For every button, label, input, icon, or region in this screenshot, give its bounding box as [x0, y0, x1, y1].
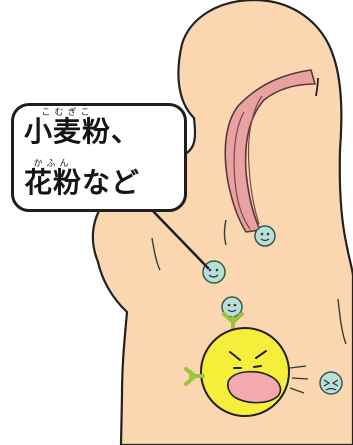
airway-inner-line	[247, 95, 263, 225]
airway-edge	[315, 77, 319, 97]
immune-cell-mouth	[227, 370, 282, 404]
body-contour-line	[151, 237, 161, 271]
speech-bubble-line-2: かふん 花粉 など	[24, 160, 141, 200]
antibody	[184, 367, 205, 386]
immune-cell	[200, 327, 309, 417]
punctuation: 、	[111, 115, 141, 148]
allergen-particle	[202, 260, 226, 284]
airway-inner-line	[233, 111, 251, 230]
body-contour-line	[337, 298, 347, 345]
body-contour-line	[223, 219, 227, 246]
furigana: かふん	[33, 159, 73, 169]
furigana: こむぎこ	[41, 108, 94, 118]
base-text: 花粉	[24, 166, 83, 199]
airway	[224, 69, 316, 233]
allergen-particle-upset	[319, 371, 343, 395]
speech-bubble: こむぎこ 小麦粉 、 かふん 花粉 など	[11, 103, 187, 212]
base-text: 小麦粉	[24, 115, 112, 148]
human-torso	[91, 0, 353, 445]
speech-bubble-pointer	[148, 206, 210, 270]
trailing-text: など	[82, 166, 141, 199]
ruby-group: こむぎこ 小麦粉	[24, 109, 112, 149]
speech-bubble-line-1: こむぎこ 小麦粉 、	[24, 109, 141, 149]
ruby-group: かふん 花粉	[24, 160, 83, 200]
allergen-particle	[254, 225, 276, 247]
